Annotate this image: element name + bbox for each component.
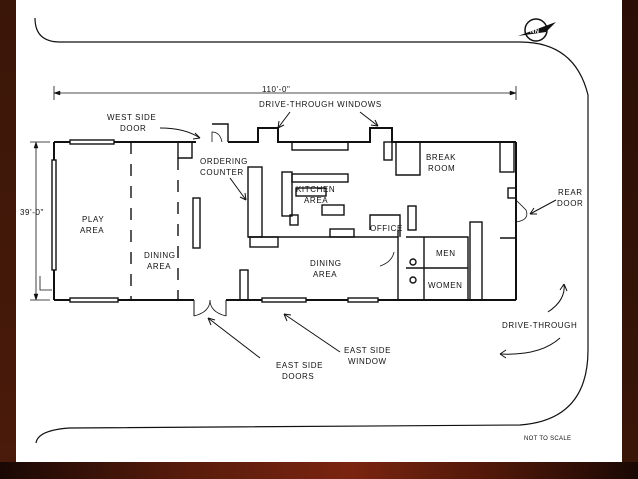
label-east-doors-1: EAST SIDE <box>276 361 323 370</box>
label-ordering-2: COUNTER <box>200 168 244 177</box>
label-rear-2: DOOR <box>557 199 583 208</box>
svg-text:NN: NN <box>530 29 539 35</box>
slide-frame-bottom <box>0 462 638 479</box>
label-not-to-scale: NOT TO SCALE <box>524 436 571 442</box>
slide-frame-left <box>0 0 16 462</box>
label-west-side-2: DOOR <box>120 124 146 133</box>
label-dining-left-1: DINING <box>144 251 176 260</box>
drawing-sheet <box>16 0 622 462</box>
leader-dt-window-1 <box>277 111 291 129</box>
label-east-window-1: EAST SIDE <box>344 346 391 355</box>
label-break-2: ROOM <box>428 164 455 173</box>
label-east-window-2: WINDOW <box>348 357 387 366</box>
slide-frame-right <box>622 0 638 462</box>
label-drive-through-windows: DRIVE-THROUGH WINDOWS <box>259 100 382 109</box>
label-east-doors-2: DOORS <box>282 372 314 381</box>
label-women: WOMEN <box>428 281 463 290</box>
label-width-dimension: 39'-0" <box>20 208 44 217</box>
leader-west-door <box>159 127 201 139</box>
label-break-1: BREAK <box>426 153 456 162</box>
leader-ordering <box>229 177 247 201</box>
label-kitchen-1: KITCHEN <box>296 185 335 194</box>
label-men: MEN <box>436 249 456 258</box>
label-office: OFFICE <box>370 224 403 233</box>
leader-east-doors <box>207 317 261 359</box>
label-play-1: PLAY <box>82 215 104 224</box>
compass-north-arrow-icon: NN <box>518 18 556 42</box>
drive-through-arrow-lower <box>499 337 561 355</box>
drive-through-arrow-upper <box>547 283 565 313</box>
label-dining-center-2: AREA <box>313 270 337 279</box>
leader-dt-window-2 <box>359 111 379 127</box>
label-drive-through: DRIVE-THROUGH <box>502 321 577 330</box>
label-west-side-1: WEST SIDE <box>107 113 156 122</box>
leader-rear-door <box>529 199 557 215</box>
label-play-2: AREA <box>80 226 104 235</box>
label-dining-left-2: AREA <box>147 262 171 271</box>
label-kitchen-2: AREA <box>304 196 328 205</box>
leader-east-window <box>283 313 341 353</box>
site-road-top <box>34 17 589 444</box>
label-dining-center-1: DINING <box>310 259 342 268</box>
label-rear-1: REAR <box>558 188 583 197</box>
label-ordering-1: ORDERING <box>200 157 248 166</box>
label-length-dimension: 110'-0" <box>262 85 290 94</box>
